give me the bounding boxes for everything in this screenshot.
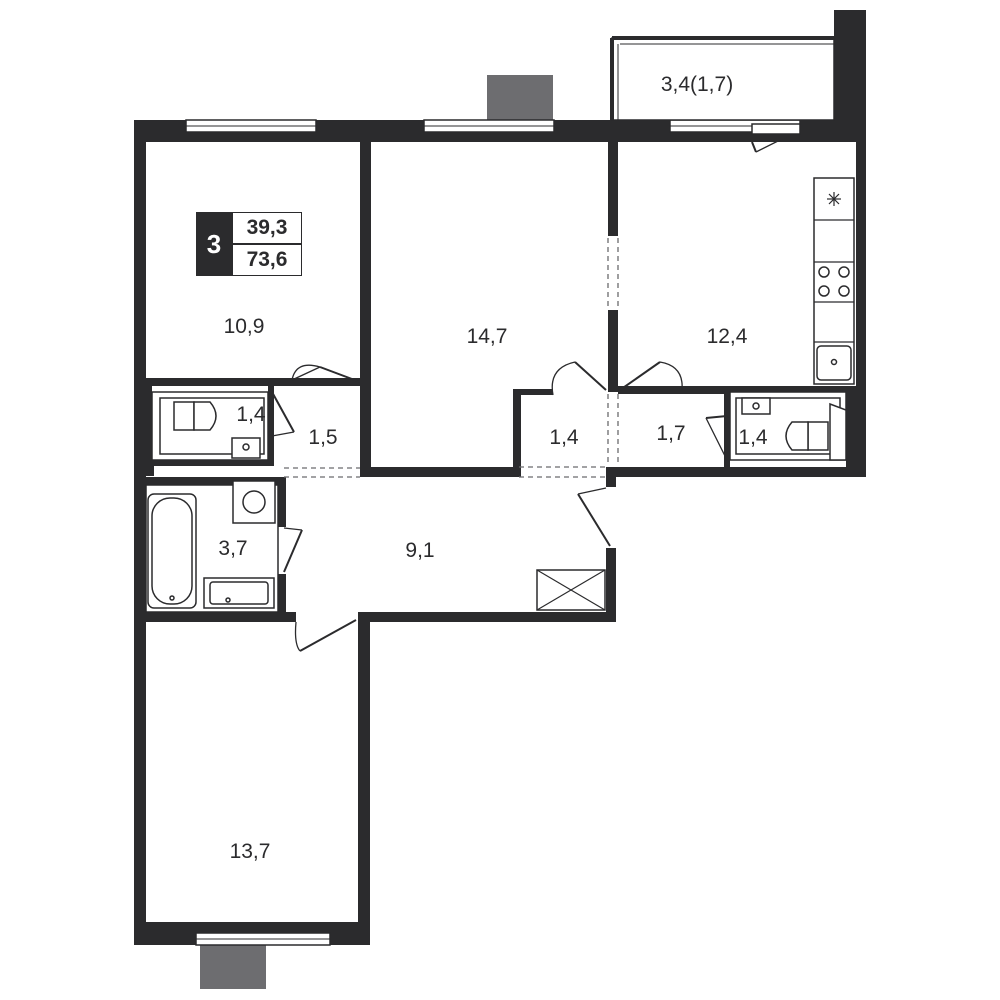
room-labels: 10,9 14,7 12,4 3,4(1,7) 1,4 1,5 1,4 1,7 … [218,73,768,863]
room-label-toilet-left: 1,4 [236,403,266,426]
room-label-closet: 1,4 [549,426,579,449]
room-label-balcony: 3,4(1,7) [661,73,733,96]
windows [185,119,801,946]
room-label-bedroom-13-7: 13,7 [230,840,271,863]
interior-walls [146,142,856,622]
room-label-corridor: 9,1 [405,539,434,562]
room-label-living-14-7: 14,7 [467,325,508,348]
toilet-left-fixtures [151,391,269,461]
fridge-icon [827,192,841,206]
toilet-right-fixtures [729,391,847,461]
room-label-bedroom-10-9: 10,9 [224,315,265,338]
total-area-value: 73,6 [232,244,302,276]
room-label-toilet-right: 1,4 [738,426,768,449]
vent-shaft-top [487,75,553,120]
room-label-bathroom: 3,7 [218,537,247,560]
room-label-hall-left: 1,5 [308,426,337,449]
vent-shaft-bottom [200,944,266,989]
electrical-panel [536,569,606,611]
rooms-count: 3 [196,212,232,276]
living-area-value: 39,3 [232,212,302,244]
room-label-hall-right: 1,7 [656,422,685,445]
stove-icon [818,266,850,297]
room-label-kitchen-12-4: 12,4 [707,325,748,348]
balcony-outline [610,36,835,121]
dashed-openings [284,238,619,478]
doors [271,123,801,652]
kitchen-sink-icon [816,345,852,381]
bathroom-fixtures [145,480,279,613]
apartment-summary-badge: 3 39,3 73,6 [196,212,302,276]
